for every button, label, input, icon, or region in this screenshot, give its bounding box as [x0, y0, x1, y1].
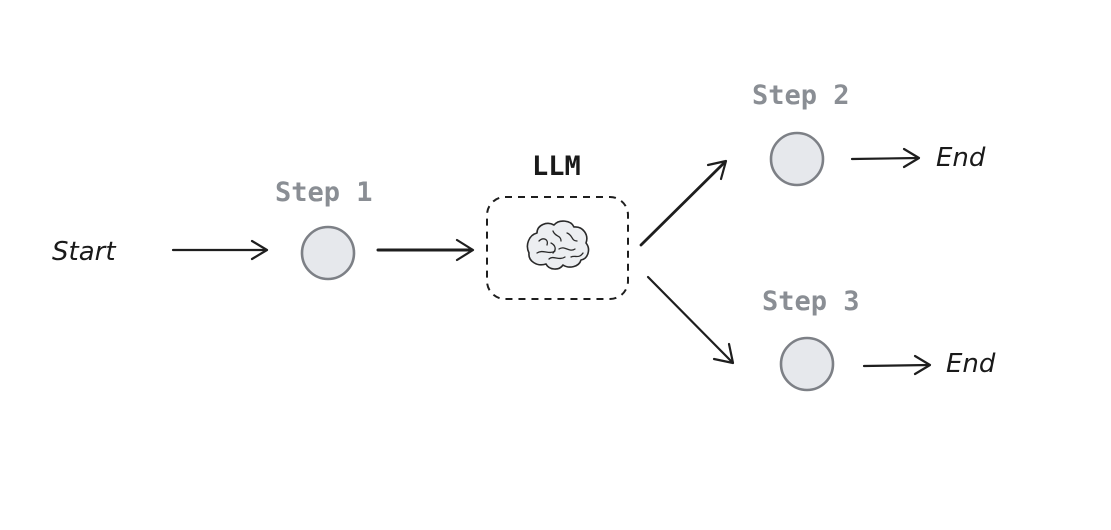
- arrow-step1-to-llm: [376, 238, 475, 262]
- arrow-step2-to-end: [850, 147, 921, 169]
- end-label-bottom: End: [946, 349, 996, 379]
- arrow-llm-to-step2: [639, 159, 728, 247]
- start-label: Start: [52, 237, 116, 267]
- step3-node: [779, 336, 835, 392]
- arrow-start-to-step1: [171, 239, 269, 261]
- step2-label: Step 2: [752, 80, 850, 111]
- llm-label: LLM: [532, 151, 581, 182]
- end-label-top: End: [936, 143, 986, 173]
- arrow-llm-to-step3: [646, 275, 735, 365]
- step1-label: Step 1: [275, 177, 373, 208]
- arrow-step3-to-end: [862, 354, 932, 376]
- step1-node: [300, 225, 356, 281]
- llm-box: [486, 196, 629, 300]
- step2-node: [769, 131, 825, 187]
- step3-label: Step 3: [762, 286, 860, 317]
- brain-icon: [526, 220, 590, 270]
